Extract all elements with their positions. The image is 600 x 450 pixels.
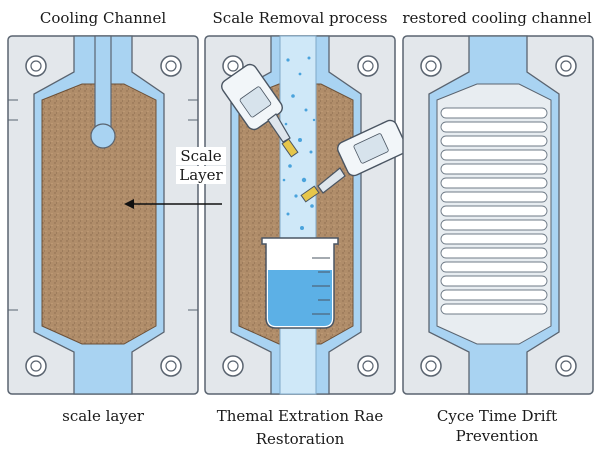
- panel-2-title: Scale Removal process: [212, 9, 388, 27]
- panel-3-fins: [440, 107, 548, 315]
- panel-3-caption-line2: Prevention: [455, 427, 539, 445]
- panel-1-bolt-holes: [25, 55, 182, 377]
- panel-2-cleaning-stream: [279, 35, 317, 395]
- panel-1-side-grooves: [8, 99, 198, 311]
- chemical-bottle-1: [221, 63, 299, 158]
- panel-3-bolt-holes: [420, 55, 577, 377]
- panel-3-title: restored cooling channel: [402, 9, 592, 27]
- panel-2-caption-line1: Themal Extration Rae: [216, 407, 384, 425]
- panel-2-scale-removal: [204, 35, 408, 395]
- beaker: [261, 237, 339, 329]
- panel-1-inlet-pipe: [94, 35, 112, 129]
- panel-1-cooling-channel: [7, 35, 199, 395]
- panel-2-caption-line2: Restoration: [255, 430, 345, 448]
- panel-1-inlet-bulb: [90, 123, 116, 149]
- panel-1-caption: scale layer: [62, 407, 144, 425]
- scale-layer-arrow: [124, 199, 222, 209]
- scale-layer-annotation-line1: Scale: [176, 147, 226, 165]
- panel-3-restored-channel: [402, 35, 594, 395]
- panel-3-caption-line1: Cyce Time Drift: [436, 407, 558, 425]
- panel-1-scale-fill: [41, 83, 157, 345]
- panel-1-title: Cooling Channel: [39, 9, 167, 27]
- scale-layer-annotation-line2: Layer: [176, 166, 226, 184]
- chemical-bottle-2: [300, 119, 408, 203]
